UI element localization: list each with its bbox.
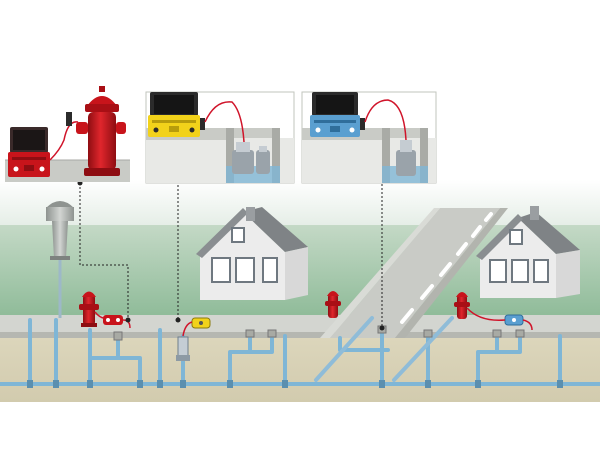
house-icon [476, 206, 580, 298]
water-main-pipes [0, 316, 600, 386]
sensor-cable [364, 99, 407, 141]
sensor-cable [49, 121, 79, 161]
inset-blue-logger [301, 91, 437, 184]
data-logger-case-icon [148, 92, 200, 137]
fire-hydrant-icon [325, 291, 341, 318]
pipe-sensor-icon [191, 317, 211, 329]
data-logger-case-icon [310, 92, 360, 137]
water-tower-icon [46, 201, 74, 318]
fire-hydrant-icon [454, 292, 470, 319]
pipe-fittings [27, 380, 563, 388]
sensor-cable [204, 101, 245, 143]
road-lane-markings [400, 212, 493, 324]
fire-hydrant-icon [76, 86, 126, 176]
pipe-sensor-icon [176, 336, 190, 361]
pipe-sensor-icon [504, 314, 524, 326]
house-icon [196, 207, 308, 300]
callout-leaders [77, 170, 385, 331]
data-logger-case-icon [8, 127, 50, 177]
inset-hydrant-logger [5, 86, 130, 182]
fire-hydrant-icon [79, 291, 99, 327]
road [320, 208, 508, 338]
inset-yellow-logger [145, 91, 295, 184]
pipe-sensor-icon [103, 315, 123, 325]
soil [0, 330, 600, 402]
